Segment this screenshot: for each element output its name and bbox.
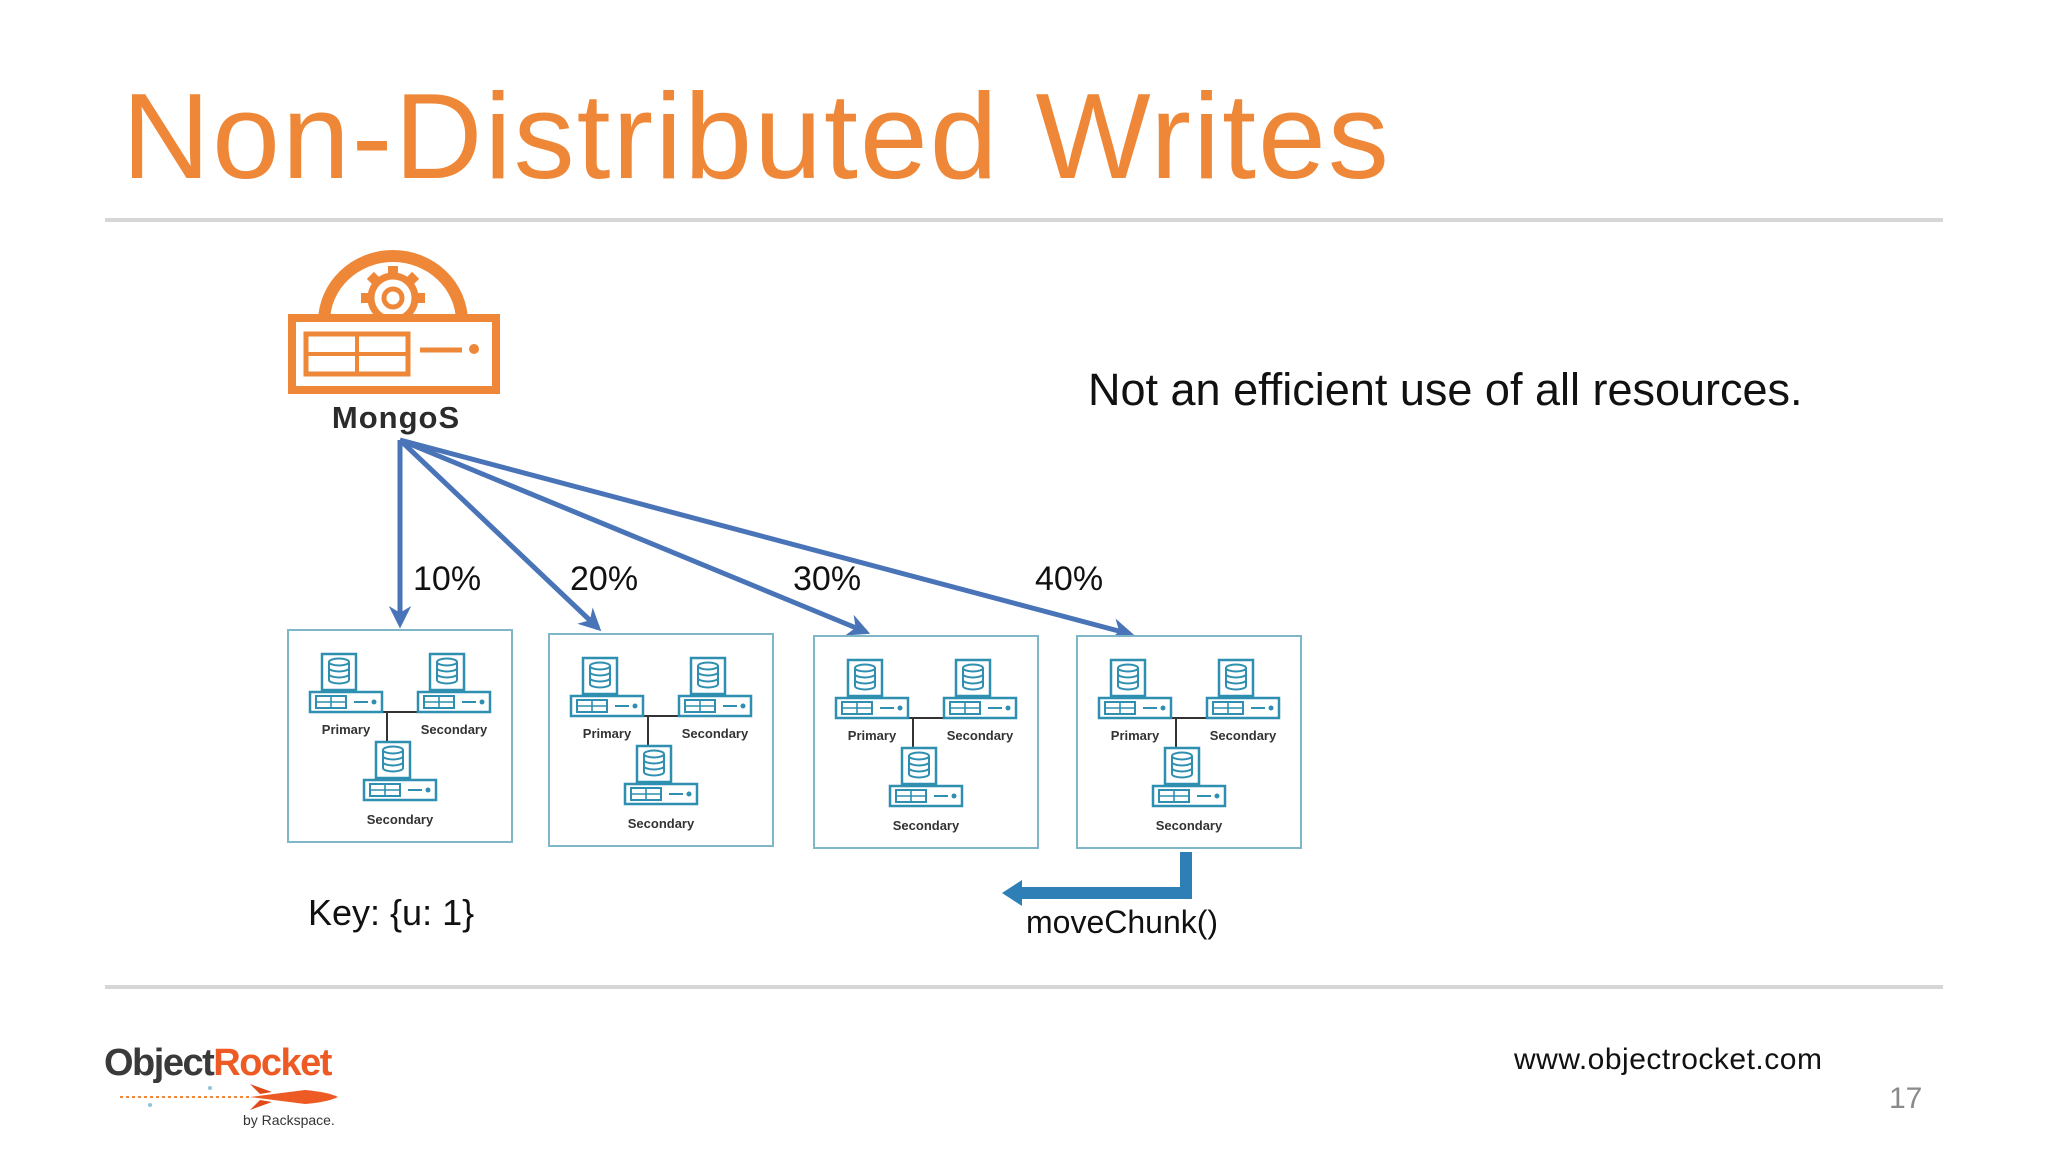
efficiency-note: Not an efficient use of all resources. <box>1088 364 1803 415</box>
primary-label: Primary <box>848 728 897 743</box>
secondary-label: Secondary <box>421 722 488 737</box>
shard-replica-set-1: Primary Secondary Secondary <box>287 629 513 843</box>
percent-label-1: 10% <box>413 560 481 598</box>
secondary-label: Secondary <box>682 726 749 741</box>
arrow-to-shard-2 <box>398 438 602 632</box>
logo-word-rocket: Rocket <box>213 1042 332 1084</box>
percent-label-2: 20% <box>570 560 638 598</box>
primary-label: Primary <box>583 726 632 741</box>
slide-title: Non-Distributed Writes <box>122 68 1391 204</box>
secondary-label: Secondary <box>367 812 434 827</box>
logo-wordmark: ObjectRocket <box>104 1042 332 1085</box>
secondary-label: Secondary <box>893 818 960 833</box>
move-chunk-label: moveChunk() <box>1026 904 1219 940</box>
logo-tagline: by Rackspace. <box>243 1112 335 1128</box>
shard-key-label: Key: {u: 1} <box>308 892 475 933</box>
website-url: www.objectrocket.com <box>1514 1043 1823 1076</box>
write-arrows <box>388 437 1135 641</box>
move-chunk-arrow <box>1002 852 1192 906</box>
objectrocket-logo: ObjectRocket by Rackspace. <box>100 1042 350 1132</box>
page-number: 17 <box>1889 1082 1923 1115</box>
shard-replica-set-2: Primary Secondary Secondary <box>548 633 774 847</box>
mongos-router-icon <box>288 250 500 394</box>
arrow-to-shard-4 <box>399 437 1135 641</box>
bottom-divider <box>105 985 1943 989</box>
shard-replica-set-4: Primary Secondary Secondary <box>1076 635 1302 849</box>
primary-label: Primary <box>322 722 371 737</box>
arrow-to-shard-3 <box>399 437 871 636</box>
mongos-label: MongoS <box>332 400 460 435</box>
primary-label: Primary <box>1111 728 1160 743</box>
top-divider <box>105 218 1943 222</box>
secondary-label: Secondary <box>1210 728 1277 743</box>
secondary-label: Secondary <box>1156 818 1223 833</box>
logo-word-object: Object <box>104 1042 215 1084</box>
secondary-label: Secondary <box>947 728 1014 743</box>
percent-label-4: 40% <box>1035 560 1103 598</box>
secondary-label: Secondary <box>628 816 695 831</box>
percent-label-3: 30% <box>793 560 861 598</box>
percentage-labels: 10% 20% 30% 40% <box>413 560 1103 598</box>
shard-replica-set-3: Primary Secondary Secondary <box>813 635 1039 849</box>
rocket-icon <box>120 1084 338 1110</box>
